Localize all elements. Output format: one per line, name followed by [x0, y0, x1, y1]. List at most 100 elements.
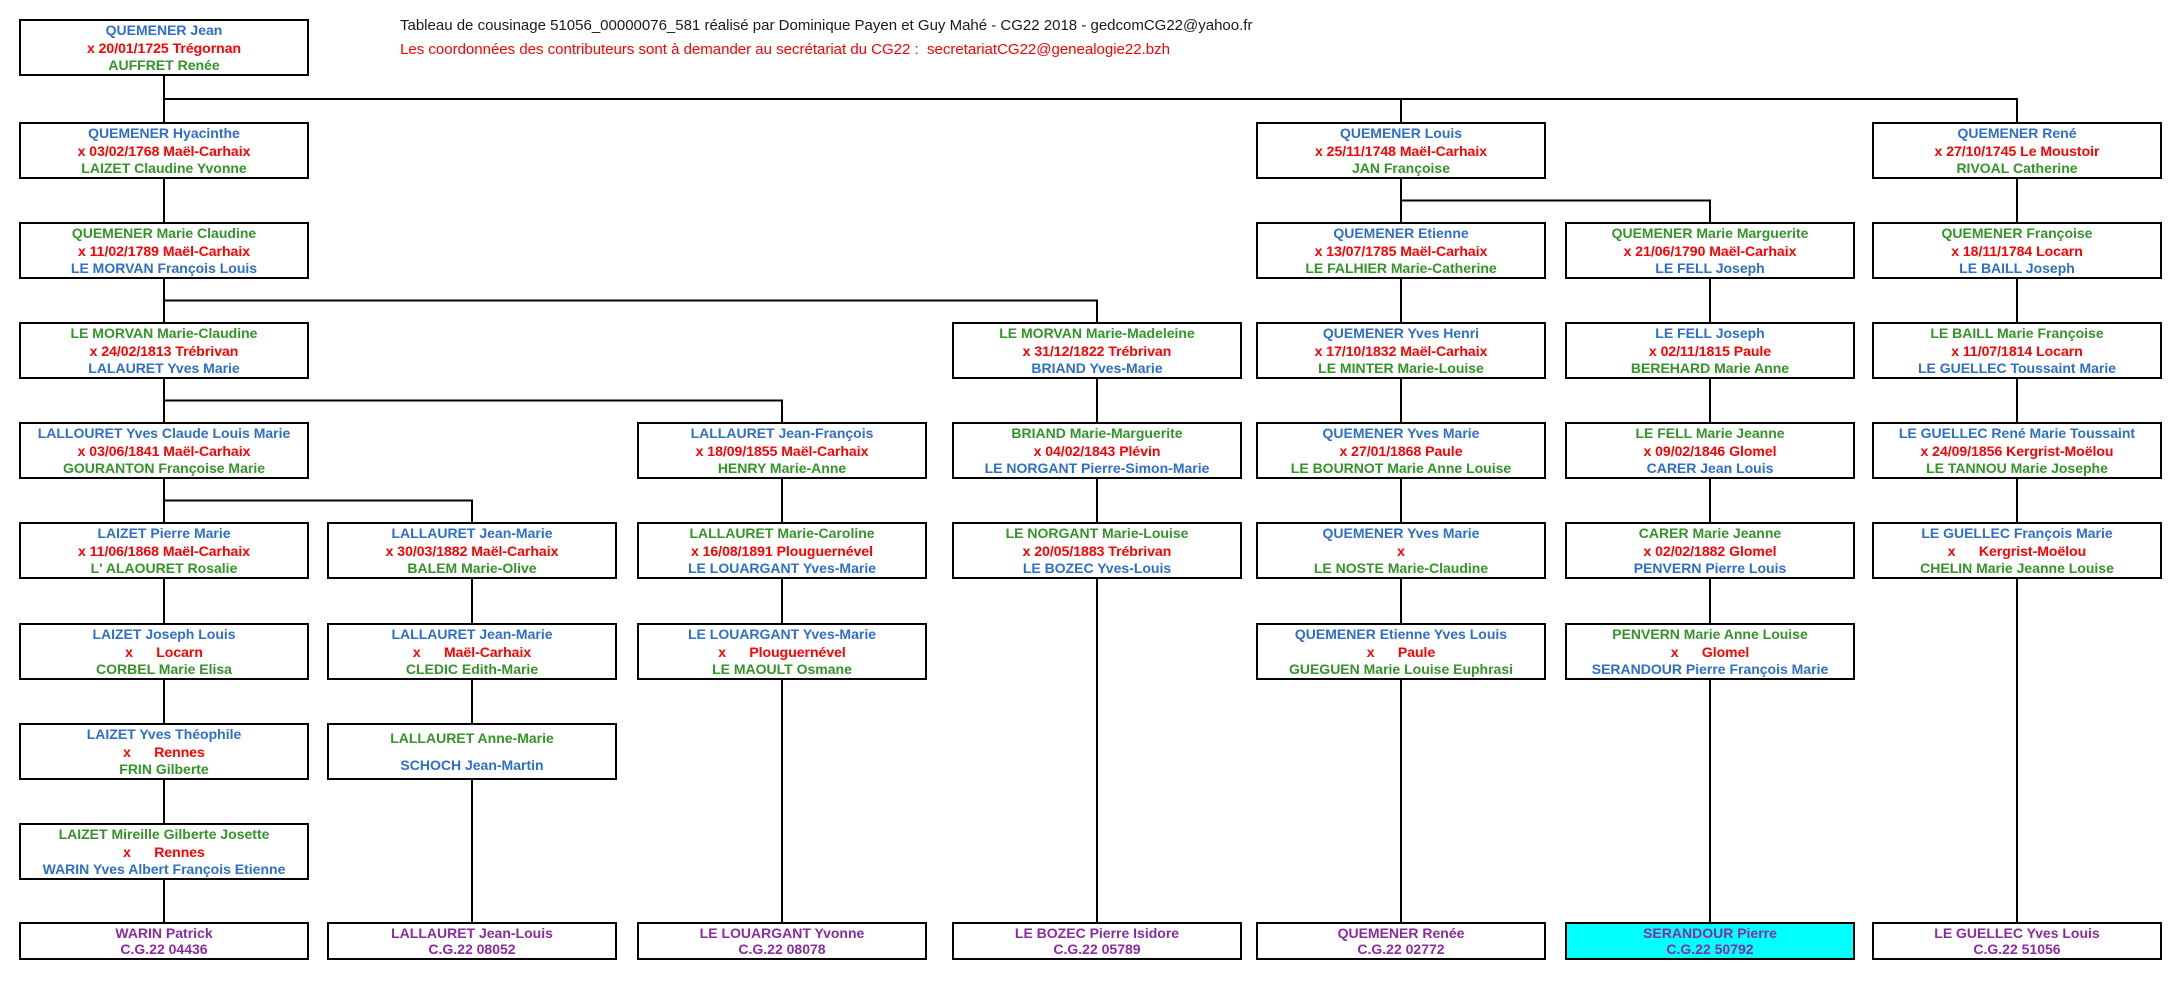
person-name: LALLAURET Jean-François: [690, 425, 874, 442]
person-name: LALLAURET Marie-Caroline: [689, 525, 875, 542]
person-name: LE FELL Joseph: [1655, 325, 1765, 342]
spouse-name: CORBEL Marie Elisa: [96, 660, 232, 677]
spouse-name: BEREHARD Marie Anne: [1630, 359, 1790, 376]
cg22-reference: C.G.22 04436: [120, 941, 208, 958]
marriage-info: x 27/01/1868 Paule: [1339, 442, 1463, 459]
chart-header: Tableau de cousinage 51056_00000076_581 …: [400, 14, 1252, 62]
person-name: LALLOURET Yves Claude Louis Marie: [37, 425, 291, 442]
marriage-info: x Kergrist-Moëlou: [1947, 542, 2087, 559]
spouse-name: GUEGUEN Marie Louise Euphrasi: [1288, 660, 1514, 677]
spouse-name: LE LOUARGANT Yves-Marie: [687, 559, 876, 576]
marriage-info: x Locarn: [125, 643, 203, 660]
spouse-name: HENRY Marie-Anne: [717, 459, 847, 476]
descendant-name: WARIN Patrick: [115, 924, 213, 941]
person-name: QUEMENER Hyacinthe: [88, 125, 240, 142]
marriage-info: x 20/05/1883 Trébrivan: [1022, 542, 1172, 559]
marriage-info: x 25/11/1748 Maël-Carhaix: [1314, 142, 1487, 159]
spouse-name: SERANDOUR Pierre François Marie: [1591, 660, 1829, 677]
chart-subtitle: Les coordonnées des contributeurs sont à…: [400, 41, 1170, 58]
descendant-name: SERANDOUR Pierre: [1643, 924, 1777, 941]
spouse-name: LE GUELLEC Toussaint Marie: [1917, 359, 2117, 376]
marriage-info: x 27/10/1745 Le Moustoir: [1934, 142, 2100, 159]
marriage-info: x 18/11/1784 Locarn: [1951, 242, 2083, 259]
descendant-name: LE LOUARGANT Yvonne: [699, 924, 865, 941]
marriage-info: x Maël-Carhaix: [412, 643, 532, 660]
spouse-name: WARIN Yves Albert François Etienne: [42, 860, 286, 877]
parent-child-connector: [163, 479, 473, 522]
spouse-name: LE BOURNOT Marie Anne Louise: [1290, 459, 1512, 476]
spouse-name: LE BOZEC Yves-Louis: [1022, 559, 1172, 576]
person-name: QUEMENER Yves Henri: [1322, 325, 1480, 342]
person-name: LE NORGANT Marie-Louise: [1005, 525, 1189, 542]
spouse-name: LE FELL Joseph: [1655, 259, 1765, 276]
person-name: QUEMENER Marie Marguerite: [1611, 225, 1809, 242]
spouse-name: RIVOAL Catherine: [1956, 159, 2078, 176]
person-name: QUEMENER Jean: [105, 22, 223, 39]
descendant-name: LE GUELLEC Yves Louis: [1934, 924, 2100, 941]
spouse-name: L' ALAOURET Rosalie: [90, 559, 238, 576]
marriage-info: x 24/02/1813 Trébrivan: [89, 342, 239, 359]
marriage-info: x Rennes: [123, 743, 205, 760]
person-name: LE MORVAN Marie-Madeleine: [999, 325, 1195, 342]
spouse-name: LE FALHIER Marie-Catherine: [1305, 259, 1497, 276]
person-name: LE MORVAN Marie-Claudine: [70, 325, 258, 342]
parent-child-connector: [163, 76, 2018, 122]
spouse-name: LE TANNOU Marie Josephe: [1926, 459, 2108, 476]
person-name: PENVERN Marie Anne Louise: [1612, 626, 1808, 643]
person-name: LALLAURET Jean-Marie: [391, 525, 553, 542]
person-name: LE LOUARGANT Yves-Marie: [687, 626, 876, 643]
marriage-info: x 09/02/1846 Glomel: [1643, 442, 1777, 459]
person-name: LE BAILL Marie Françoise: [1930, 325, 2104, 342]
marriage-info: x Plouguernével: [718, 643, 846, 660]
cg22-reference: C.G.22 51056: [1973, 941, 2061, 958]
marriage-info: x 02/11/1815 Paule: [1648, 342, 1772, 359]
person-name: QUEMENER Marie Claudine: [71, 225, 257, 242]
spouse-name: AUFFRET Renée: [108, 56, 220, 73]
spouse-name: LE BAILL Joseph: [1959, 259, 2075, 276]
spouse-name: BRIAND Yves-Marie: [1031, 359, 1163, 376]
parent-child-connector: [1400, 179, 1711, 222]
marriage-info: x: [1397, 542, 1405, 559]
marriage-info: x 16/08/1891 Plouguernével: [690, 542, 874, 559]
person-name: QUEMENER Etienne Yves Louis: [1294, 626, 1508, 643]
spouse-name: GOURANTON Françoise Marie: [62, 459, 265, 476]
person-name: CARER Marie Jeanne: [1638, 525, 1782, 542]
person-name: QUEMENER Yves Marie: [1322, 525, 1480, 542]
person-name: LALLAURET Jean-Marie: [391, 626, 553, 643]
person-name: QUEMENER Etienne: [1333, 225, 1469, 242]
spouse-name: LE MAOULT Osmane: [712, 660, 852, 677]
person-name: BRIAND Marie-Marguerite: [1011, 425, 1183, 442]
spouse-name: LE NOSTE Marie-Claudine: [1313, 559, 1489, 576]
marriage-info: x 21/06/1790 Maël-Carhaix: [1623, 242, 1797, 259]
spouse-name: LE NORGANT Pierre-Simon-Marie: [984, 459, 1210, 476]
person-name: LE GUELLEC René Marie Toussaint: [1898, 425, 2136, 442]
marriage-info: x 20/01/1725 Trégornan: [86, 39, 242, 56]
spouse-name: LAIZET Claudine Yvonne: [81, 159, 247, 176]
marriage-info: x 30/03/1882 Maël-Carhaix: [385, 542, 559, 559]
cg22-reference: C.G.22 02772: [1357, 941, 1445, 958]
